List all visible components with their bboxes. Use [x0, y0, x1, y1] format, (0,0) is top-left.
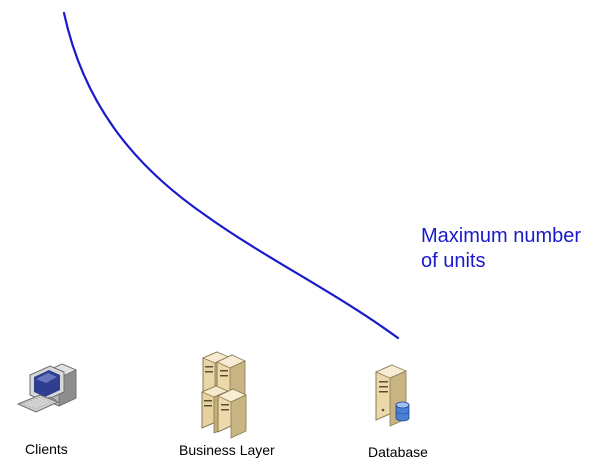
database-cylinder-icon — [395, 401, 410, 422]
annotation-line-1: Maximum number — [421, 225, 582, 247]
database-server-icon — [374, 364, 410, 427]
business-layer-label: Business Layer — [179, 442, 275, 458]
database-label: Database — [368, 444, 428, 460]
computer-workstation-icon — [16, 363, 77, 413]
server-cluster-icon — [200, 351, 247, 439]
clients-label: Clients — [25, 441, 68, 457]
maximum-units-curve — [62, 11, 400, 340]
maximum-units-annotation: Maximum number of units — [421, 224, 581, 274]
annotation-line-2: of units — [421, 250, 486, 272]
